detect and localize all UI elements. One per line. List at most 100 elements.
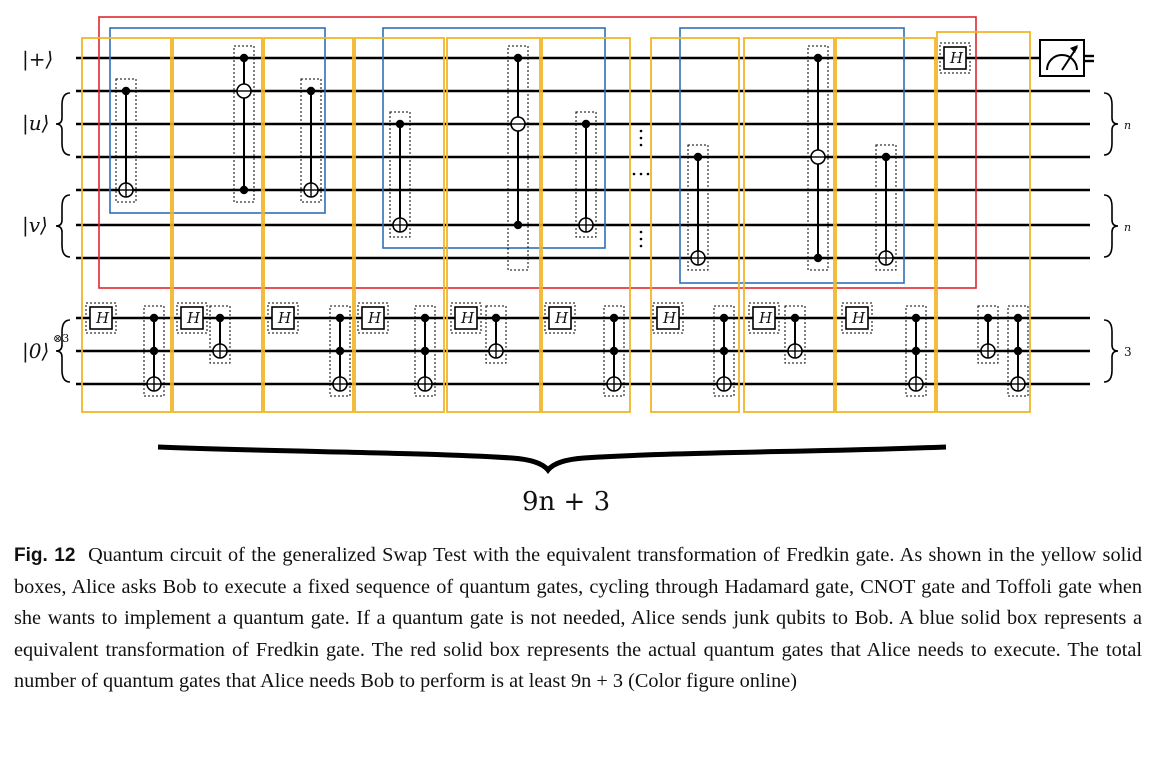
gate-dashed-frame [143, 305, 165, 397]
total-gates-label: 9n + 3 [522, 487, 610, 517]
control-dot [983, 313, 993, 323]
hadamard-gate-frame [939, 42, 971, 74]
gate-dashed-frame [485, 305, 507, 364]
hadamard-gate-label: H [949, 49, 964, 67]
control-dot [693, 152, 703, 162]
brace-label-u: n [1124, 119, 1131, 132]
control-dot [306, 86, 316, 96]
control-dot [513, 220, 523, 230]
control-dot [335, 313, 345, 323]
hadamard-gate-label: H [662, 309, 677, 327]
control-dot [1013, 313, 1023, 323]
gate-dashed-frame [875, 144, 897, 271]
hadamard-gate-frame [85, 302, 117, 334]
hadamard-gate [752, 306, 776, 330]
gate-dashed-frame [603, 305, 625, 397]
hadamard-gate-label: H [758, 309, 773, 327]
control-dot [581, 119, 591, 129]
control-dot [420, 313, 430, 323]
red-box [98, 16, 977, 289]
control-dot [121, 86, 131, 96]
control-dot [911, 313, 921, 323]
control-dot [719, 313, 729, 323]
control-dot [239, 185, 249, 195]
gate-dashed-frame [1007, 305, 1029, 397]
hadamard-gate [454, 306, 478, 330]
hadamard-gate-frame [357, 302, 389, 334]
label-zero: |0⟩ [22, 339, 49, 364]
hadamard-gate-label: H [277, 309, 292, 327]
control-dot [609, 346, 619, 356]
control-dot [790, 313, 800, 323]
hadamard-gate-label: H [554, 309, 569, 327]
hadamard-gate-frame [748, 302, 780, 334]
gate-dashed-frame [905, 305, 927, 397]
brace-label-v: n [1124, 221, 1131, 234]
hadamard-gate-frame [176, 302, 208, 334]
hadamard-gate [89, 306, 113, 330]
hadamard-gate [943, 46, 967, 70]
gate-dashed-frame [329, 305, 351, 397]
label-u: |u⟩ [22, 111, 49, 136]
ellipsis-dots [632, 129, 650, 248]
blue-boxes [109, 27, 905, 284]
hadamard-gate [548, 306, 572, 330]
gate-dashed-frame [687, 144, 709, 271]
control-dot [609, 313, 619, 323]
control-dot [719, 346, 729, 356]
gate-dashed-frame [233, 45, 255, 203]
hadamard-gate-label: H [367, 309, 382, 327]
left-braces [55, 92, 71, 383]
figure-caption: Fig. 12 Quantum circuit of the generaliz… [14, 540, 1142, 698]
hadamard-gate-frame [544, 302, 576, 334]
hadamard-gate [656, 306, 680, 330]
control-dot [813, 53, 823, 63]
label-zero-exponent: ⊗3 [53, 332, 69, 345]
control-dot [149, 313, 159, 323]
gate-layer: H H H H H H H H H H [85, 42, 1029, 397]
hadamard-gate [271, 306, 295, 330]
gate-dashed-frame [209, 305, 231, 364]
control-dot [149, 346, 159, 356]
gate-dashed-frame [389, 111, 411, 238]
control-dot [239, 53, 249, 63]
gate-dashed-frame [300, 78, 322, 203]
hadamard-gate-label: H [851, 309, 866, 327]
gate-dashed-frame [414, 305, 436, 397]
caption-label: Fig. 12 [14, 545, 76, 566]
control-dot [1013, 346, 1023, 356]
yellow-boxes [81, 31, 1031, 413]
gate-dashed-frame [807, 45, 829, 271]
gate-dashed-frame [713, 305, 735, 397]
label-v: |v⟩ [22, 213, 48, 238]
control-dot [911, 346, 921, 356]
gate-dashed-frame [115, 78, 137, 203]
hadamard-gate-frame [652, 302, 684, 334]
hadamard-gate-frame [267, 302, 299, 334]
hadamard-gate-label: H [460, 309, 475, 327]
hadamard-gate [361, 306, 385, 330]
label-plus: |+⟩ [22, 47, 53, 72]
gate-dashed-frame [507, 45, 529, 271]
circuit-figure: |+⟩ |u⟩ |v⟩ |0⟩ ⊗3 n n 3 [22, 16, 1132, 517]
hadamard-gate-label: H [95, 309, 110, 327]
brace-label-ancilla: 3 [1124, 345, 1132, 359]
control-dot [335, 346, 345, 356]
gate-dashed-frame [977, 305, 999, 364]
hadamard-gate [845, 306, 869, 330]
control-dot [491, 313, 501, 323]
control-dot [513, 53, 523, 63]
right-braces [1103, 92, 1119, 383]
hadamard-gate-frame [841, 302, 873, 334]
control-dot [881, 152, 891, 162]
total-brace [157, 444, 947, 474]
hadamard-gate-label: H [186, 309, 201, 327]
hadamard-gate-frame [450, 302, 482, 334]
hadamard-gate [180, 306, 204, 330]
control-dot [395, 119, 405, 129]
gate-dashed-frame [784, 305, 806, 364]
control-dot [215, 313, 225, 323]
gate-dashed-frame [575, 111, 597, 238]
measurement-meter-icon [1039, 39, 1085, 77]
control-dot [420, 346, 430, 356]
